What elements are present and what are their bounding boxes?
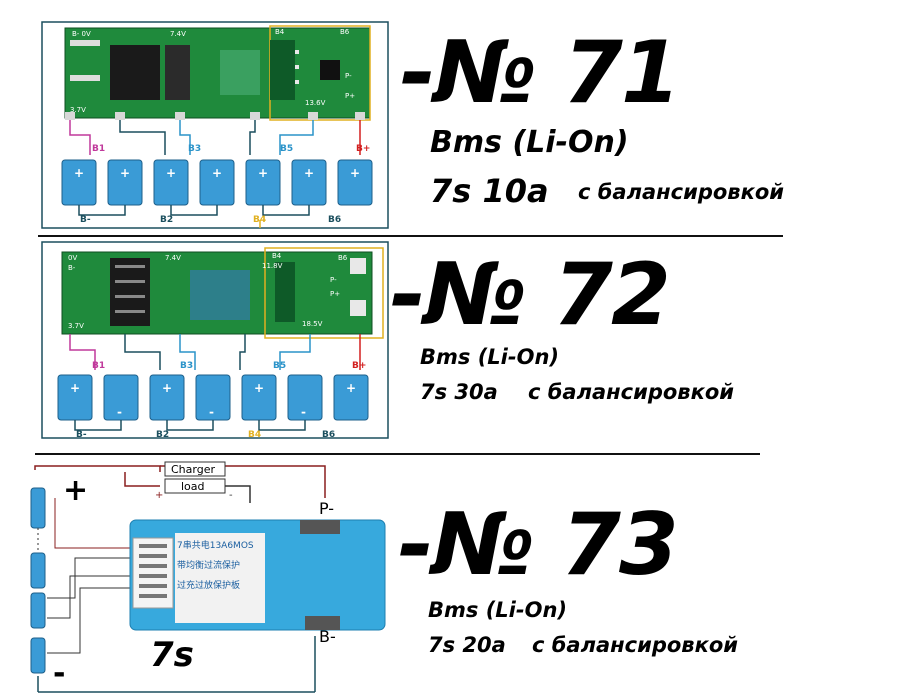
balance-label: B+: [352, 361, 366, 371]
svg-text:-: -: [117, 405, 122, 419]
b-minus-label: B-: [319, 627, 336, 646]
svg-text:+: +: [166, 166, 176, 180]
svg-text:+: +: [254, 381, 264, 395]
pcb-label: B-: [68, 264, 76, 272]
pcb-label: P+: [330, 290, 340, 298]
pcb-label: B- 0V: [72, 30, 91, 38]
bms-type-72: Bms (Li-On): [420, 345, 559, 369]
balancing-71: с балансировкой: [578, 180, 784, 204]
board-text: 带均衡过流保护: [177, 559, 240, 571]
pcb-label: B4: [272, 252, 282, 260]
balancing-73: с балансировкой: [532, 633, 738, 657]
pcb-label: 7.4V: [165, 254, 181, 262]
pcb-label: 7.4V: [170, 30, 186, 38]
model-number-72: -№ 72: [390, 245, 671, 345]
balance-label: B6: [322, 430, 335, 440]
svg-text:-: -: [301, 405, 306, 419]
svg-text:+: +: [120, 166, 130, 180]
model-number-71: -№ 71: [400, 23, 681, 123]
bms-spec-71: 7s 10a: [430, 172, 549, 210]
bms-73-diagram: Charger load + - + - 7串共电13A6MOS 带均衡过流保护…: [15, 458, 395, 694]
pcb-label: B6: [338, 254, 348, 262]
model-number-73: -№ 73: [398, 495, 679, 595]
cell-count-label: 7s: [150, 635, 194, 675]
balance-label: B4: [253, 215, 266, 225]
balance-label: B6: [328, 215, 341, 225]
load-label: load: [181, 480, 205, 493]
bms-spec-73: 7s 20a: [428, 633, 506, 657]
svg-text:+: +: [162, 381, 172, 395]
pcb-label: 18.5V: [302, 320, 323, 328]
bms-72-diagram: 0V B- 7.4V B4 11.8V B6 P- P+ 18.5V 3.7V …: [40, 240, 390, 440]
svg-text:+: +: [70, 381, 80, 395]
pcb-label: 3.7V: [68, 322, 84, 330]
balance-label: B-: [76, 430, 87, 440]
balance-label: B3: [180, 361, 193, 371]
p-minus-label: P-: [319, 499, 334, 518]
bms-spec-72: 7s 30a: [420, 380, 498, 404]
balance-label: B+: [356, 144, 370, 154]
separator: [35, 453, 760, 455]
balance-label: B2: [160, 215, 173, 225]
svg-text:+: +: [304, 166, 314, 180]
svg-text:+: +: [212, 166, 222, 180]
svg-text:+: +: [346, 381, 356, 395]
svg-text:+: +: [258, 166, 268, 180]
bms-71-diagram: B- 0V 7.4V B4 B6 P- P+ 13.6V 3.7V: [40, 20, 390, 230]
balance-label: B5: [273, 361, 286, 371]
svg-text:-: -: [209, 405, 214, 419]
pcb-label: P-: [345, 72, 352, 80]
bms-type-71: Bms (Li-On): [430, 125, 629, 160]
balance-label: B5: [280, 144, 293, 154]
charger-label: Charger: [171, 463, 215, 476]
balance-label: B1: [92, 144, 105, 154]
board-text: 7串共电13A6MOS: [177, 539, 254, 551]
svg-text:+: +: [350, 166, 360, 180]
pcb-label: B6: [340, 28, 350, 36]
plus-sign: +: [63, 473, 88, 508]
pcb-label: 0V: [68, 254, 77, 262]
pcb-label: 11.8V: [262, 262, 283, 270]
svg-text:+: +: [74, 166, 84, 180]
pcb-label: 3.7V: [70, 106, 86, 114]
pcb-label: P+: [345, 92, 355, 100]
separator: [38, 235, 783, 237]
balance-label: B4: [248, 430, 261, 440]
svg-text:-: -: [229, 490, 233, 501]
balance-label: B2: [156, 430, 169, 440]
balancing-72: с балансировкой: [528, 380, 734, 404]
balance-label: B-: [80, 215, 91, 225]
pcb-label: 13.6V: [305, 99, 326, 107]
pcb-label: B4: [275, 28, 285, 36]
bms-type-73: Bms (Li-On): [428, 598, 567, 622]
balance-label: B1: [92, 361, 105, 371]
board-text: 过充过放保护板: [177, 579, 240, 591]
minus-sign: -: [53, 656, 65, 691]
balance-label: B3: [188, 144, 201, 154]
svg-text:+: +: [155, 490, 163, 501]
pcb-label: P-: [330, 276, 337, 284]
